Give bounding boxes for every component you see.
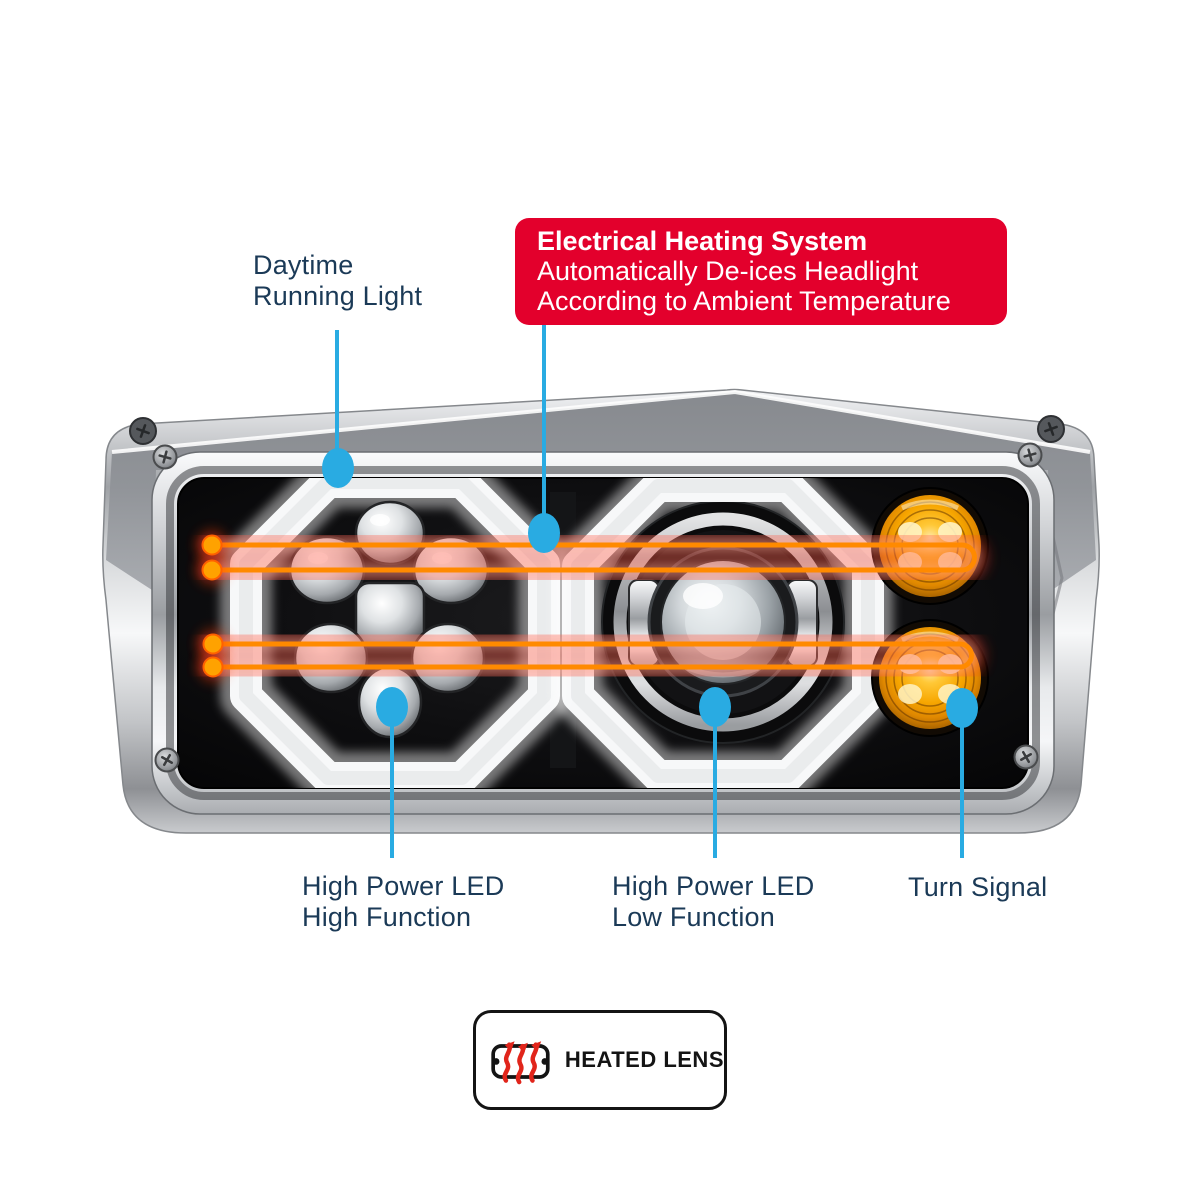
callout-line: Turn Signal <box>908 872 1048 902</box>
heating-wire-bottom-loop <box>198 629 987 682</box>
heated-lens-badge: HEATED LENS <box>473 1010 727 1110</box>
leader-dot-daytime <box>322 448 354 488</box>
callout-line: Running Light <box>253 281 423 311</box>
bezel-recess-shadow <box>166 466 1040 800</box>
callout-line: High Power LED <box>612 871 815 901</box>
visor-top-highlight <box>111 389 1091 454</box>
callout-line: High Function <box>302 902 472 932</box>
callout-line: Low Function <box>612 902 775 932</box>
heating-wire-top-loop <box>198 530 990 585</box>
callout-electrical-heating-box: Electrical Heating System Automatically … <box>515 218 1007 325</box>
halo-ring-left <box>230 478 560 788</box>
leader-line-turn-signal <box>960 721 964 858</box>
leader-line-heating <box>542 322 546 524</box>
callout-low-function: High Power LED Low Function <box>612 871 814 933</box>
leader-dot-heating <box>528 513 560 553</box>
visor-hood-face <box>106 392 1096 590</box>
halo-ring-right <box>562 478 884 788</box>
heating-body-line: Automatically De-ices Headlight <box>537 256 919 286</box>
callout-turn-signal: Turn Signal <box>908 872 1047 903</box>
heating-body-line: According to Ambient Temperature <box>537 286 951 316</box>
heating-title: Electrical Heating System <box>537 226 868 256</box>
heated-lens-label: HEATED LENS <box>564 1047 724 1072</box>
leader-line-high-function <box>390 720 394 858</box>
callout-line: Daytime <box>253 250 354 280</box>
callout-line: High Power LED <box>302 871 505 901</box>
phillips-screw-icon <box>129 415 1065 773</box>
leader-line-daytime <box>335 330 339 458</box>
callout-high-function: High Power LED High Function <box>302 871 504 933</box>
heat-waves-icon <box>491 1041 550 1085</box>
heating-wire-terminals <box>197 530 228 682</box>
callout-daytime-running-light: Daytime Running Light <box>253 250 422 312</box>
leader-line-low-function <box>713 720 717 858</box>
